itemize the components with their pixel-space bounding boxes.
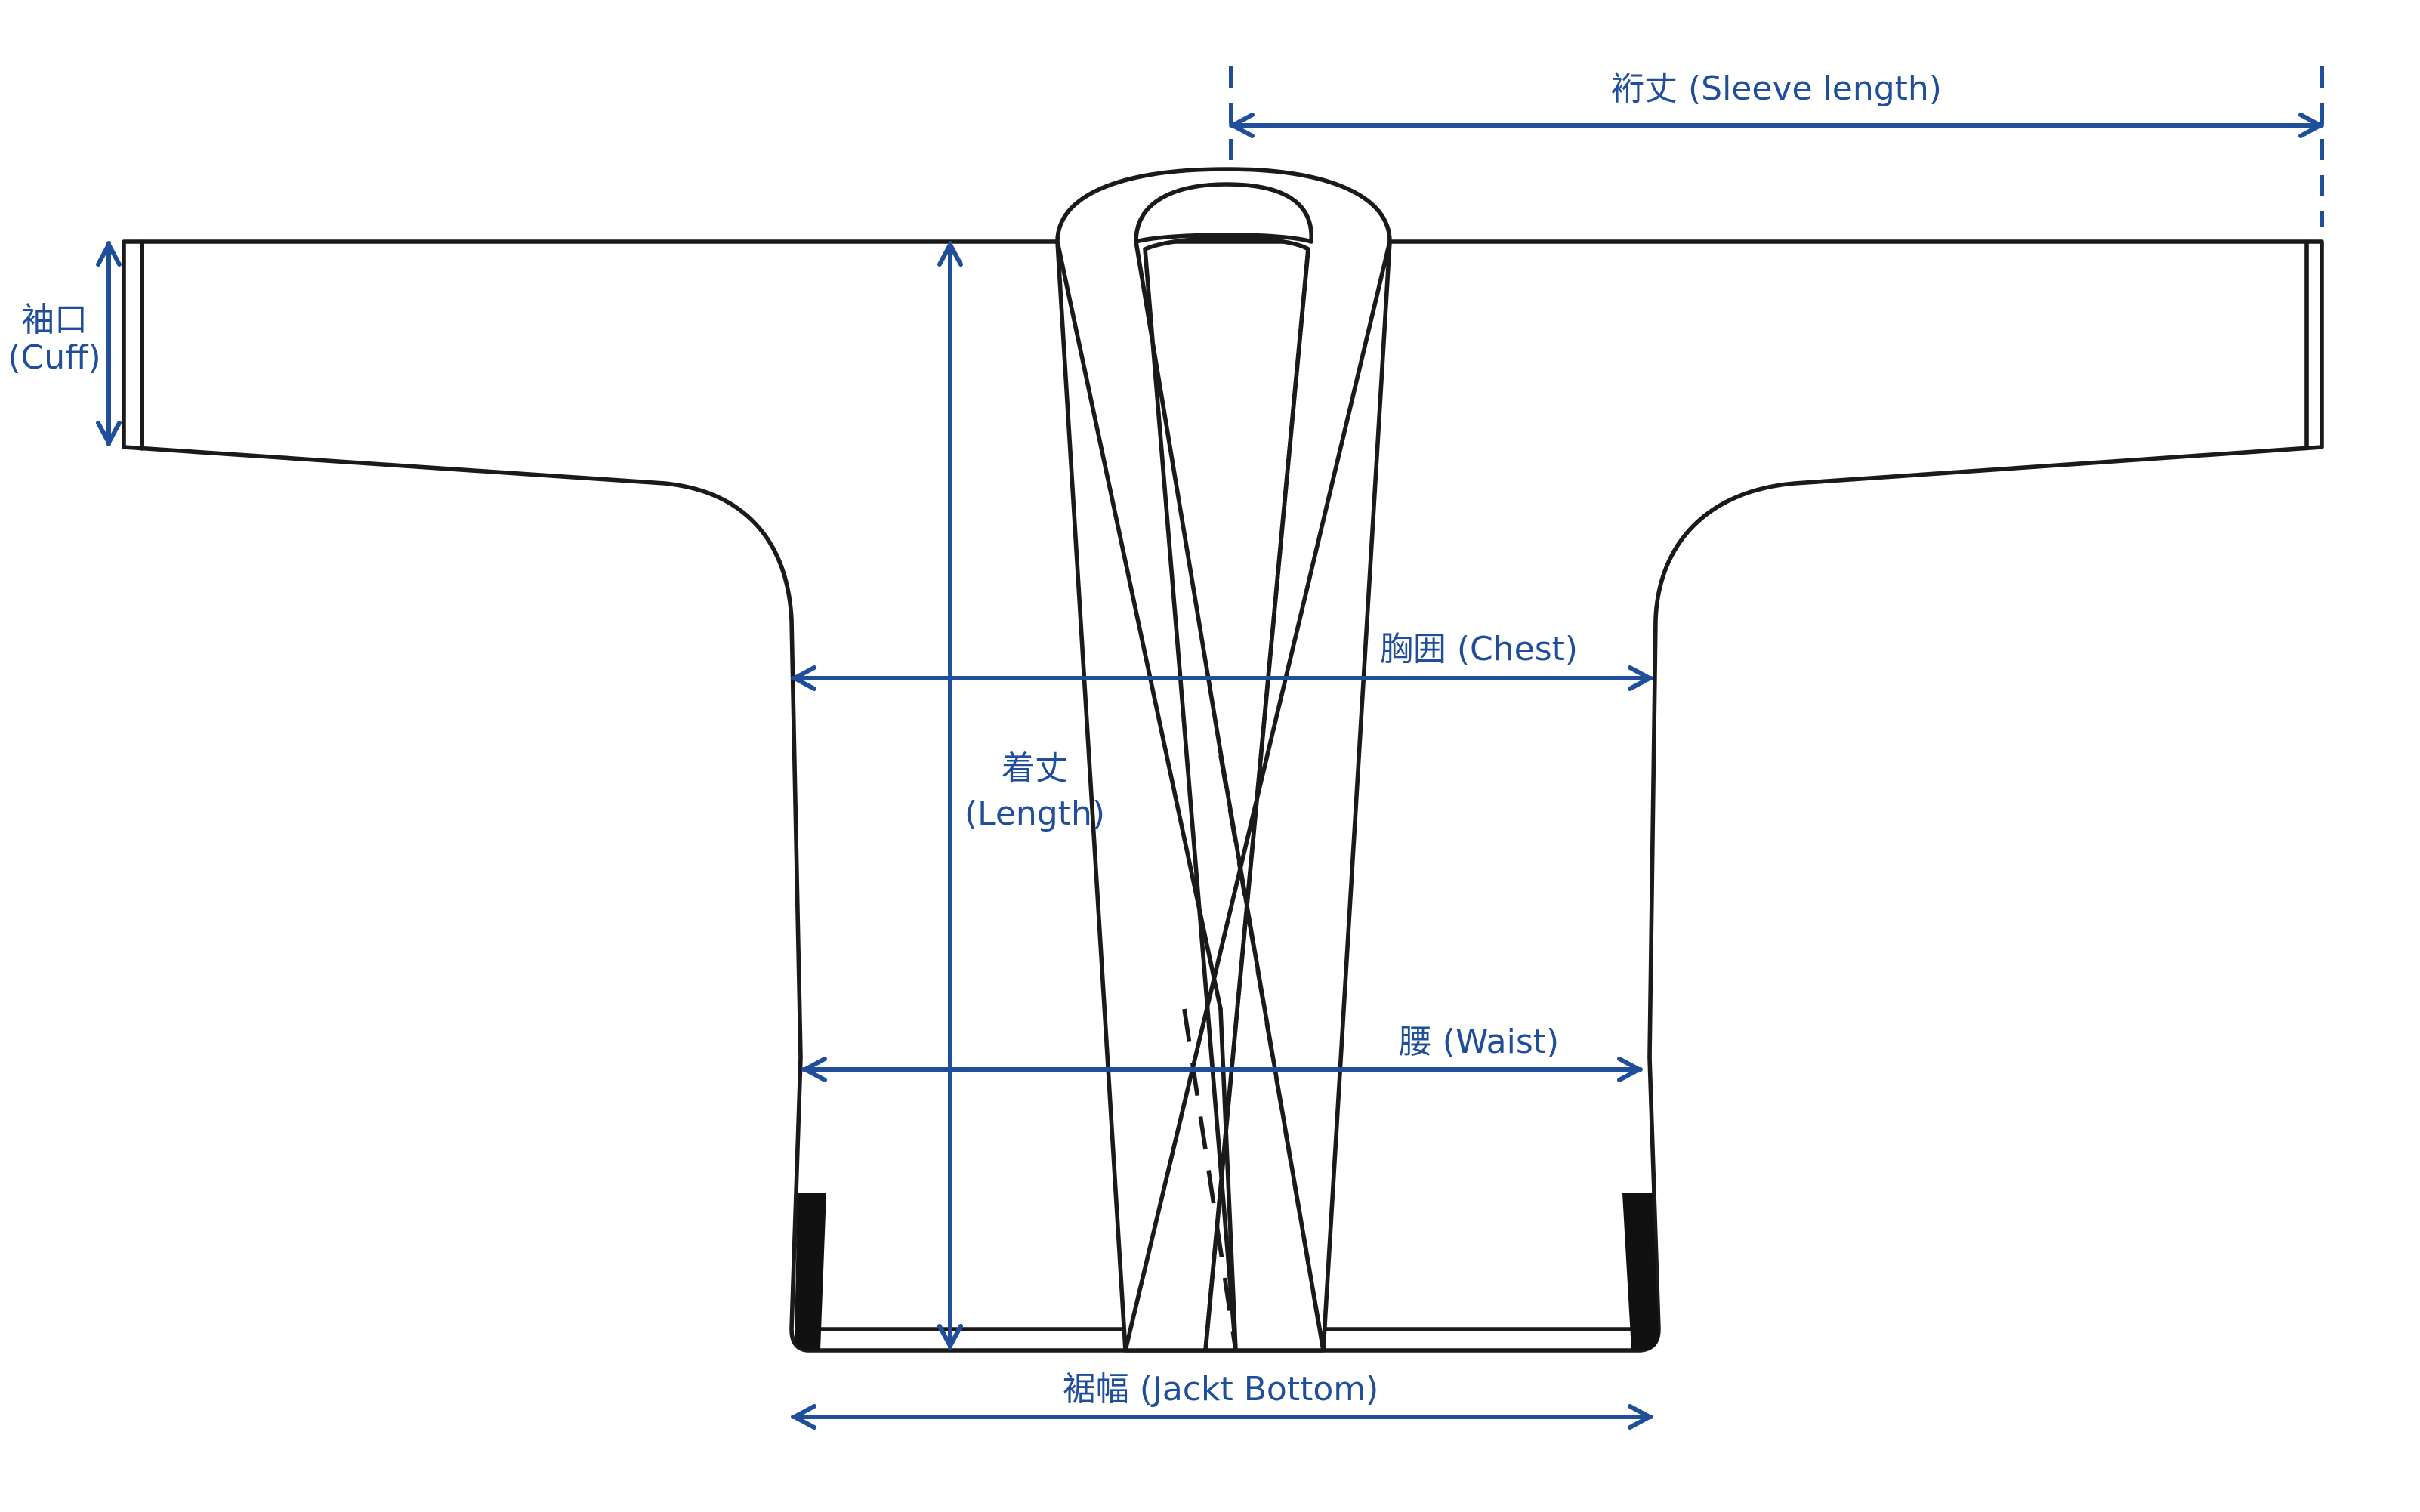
- cuff-arrow-top: [96, 242, 122, 267]
- collar-band: [1055, 167, 1392, 1353]
- collar-opening: [1134, 182, 1313, 244]
- underlap-dashed-2: [1182, 1008, 1238, 1351]
- jacket-drawing: [122, 167, 2324, 1353]
- cuff-label-en: (Cuff): [8, 338, 100, 377]
- left-hem-band: [795, 1193, 826, 1350]
- length-label-ja: 着丈: [1002, 749, 1068, 788]
- right-lapel-line-inner: [1203, 247, 1310, 1353]
- jacket-bottom-label: 裾幅 (Jackt Bottom): [1063, 1370, 1379, 1409]
- jacket-bottom-arrow-left: [792, 1404, 816, 1430]
- cuff-label-ja: 袖口: [21, 301, 88, 339]
- waist-arrow-right: [1617, 1057, 1641, 1082]
- length-label-en: (Length): [965, 795, 1105, 833]
- waist-label: 腰 (Waist): [1399, 1023, 1559, 1061]
- chest-arrow-left: [792, 665, 816, 691]
- dimension-labels: 裄丈 (Sleeve length) 袖口 (Cuff) 胸囲 (Chest) …: [8, 69, 1942, 1409]
- underlap-dashed-1: [1218, 754, 1326, 1351]
- chest-label: 胸囲 (Chest): [1380, 630, 1578, 668]
- dimension-lines: [96, 66, 2324, 1430]
- length-arrow-bottom: [937, 1324, 963, 1348]
- length-arrow-top: [937, 242, 963, 267]
- right-hem-band: [1622, 1193, 1659, 1350]
- waist-arrow-left: [803, 1057, 827, 1082]
- left-lapel-line-inner: [1134, 239, 1223, 754]
- cuff-arrow-bottom: [96, 421, 122, 445]
- jacket-bottom-arrow-right: [1628, 1404, 1652, 1430]
- left-lapel-line-outer: [1055, 239, 1223, 1011]
- chest-arrow-right: [1628, 665, 1652, 691]
- lapel-cross-2: [1218, 1007, 1238, 1353]
- sleeve-length-label: 裄丈 (Sleeve length): [1611, 69, 1942, 108]
- sleeve-length-arrow-left: [1230, 113, 1255, 138]
- sleeve-length-arrow-right: [2298, 113, 2323, 138]
